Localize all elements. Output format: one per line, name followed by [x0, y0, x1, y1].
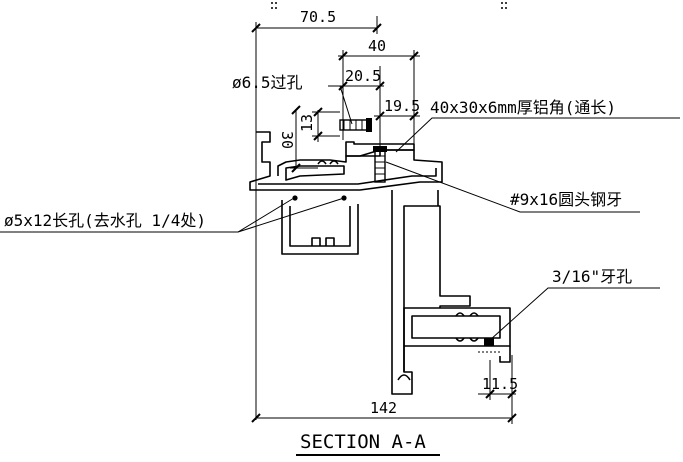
dimension-20-5-label: 20.5	[345, 67, 381, 85]
callout-tap-hole-label: 3/16"牙孔	[552, 267, 632, 286]
dimension-30-label: 30	[278, 131, 296, 149]
dimension-142-label: 142	[370, 399, 397, 417]
callout-slot-hole: ø5x12长孔(去水孔 1/4处)	[0, 197, 345, 233]
dimension-30: 30	[278, 105, 318, 173]
dimension-40-label: 40	[368, 37, 386, 55]
dimension-142: 142	[251, 355, 517, 424]
callout-tap-hole: 3/16"牙孔	[489, 267, 660, 341]
bolt-6-5	[339, 118, 372, 132]
callout-angle: 40x30x6mm厚铝角(通长)	[395, 98, 680, 153]
dimension-70-5-label: 70.5	[300, 8, 336, 26]
steel-screw-9x16	[373, 146, 387, 183]
dimension-40: 40	[338, 37, 420, 150]
dimension-19-5: 19.5	[374, 97, 420, 121]
callout-angle-label: 40x30x6mm厚铝角(通长)	[430, 98, 616, 117]
callout-screw-label: #9x16圆头钢牙	[510, 190, 622, 209]
dimension-13: 13	[298, 107, 340, 142]
aluminium-profile	[249, 131, 511, 395]
dimension-13-label: 13	[298, 114, 316, 132]
callout-bolt-hole: ø6.5过孔	[232, 73, 353, 125]
callout-screw: #9x16圆头钢牙	[385, 161, 640, 213]
dimension-11-5: 11.5	[478, 360, 518, 400]
aluminium-angle	[345, 141, 415, 157]
tap-hole-marker	[478, 338, 500, 353]
dimension-19-5-label: 19.5	[384, 97, 420, 115]
dimension-20-5: 20.5	[338, 66, 385, 150]
top-marks	[271, 2, 507, 9]
section-title: SECTION A-A	[296, 431, 440, 456]
callout-slot-hole-label: ø5x12长孔(去水孔 1/4处)	[4, 211, 206, 230]
callout-bolt-hole-label: ø6.5过孔	[232, 73, 303, 92]
dimension-11-5-label: 11.5	[482, 375, 518, 393]
section-title-label: SECTION A-A	[300, 431, 426, 453]
